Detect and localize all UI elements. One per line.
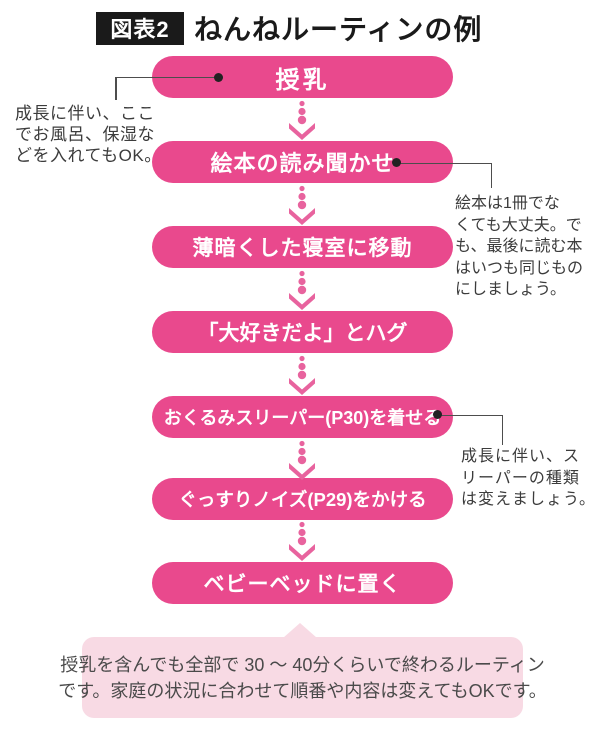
- flow-step-label: ぐっすりノイズ(P29)をかける: [178, 489, 427, 510]
- footer-pointer-triangle: [283, 623, 317, 638]
- connector-line: [397, 162, 492, 164]
- annotation-line: くても大丈夫。で: [455, 216, 582, 234]
- flow-arrow-icon: [287, 270, 317, 310]
- flow-step-picture-book: 絵本の読み聞かせ: [152, 141, 453, 183]
- flow-arrow-icon: [287, 440, 317, 480]
- flow-step-label: 授乳: [275, 66, 330, 94]
- annotation-line: 成長に伴い、ここ: [15, 104, 155, 123]
- annotation-sleeper-note: 成長に伴い、ス リーパーの種類 は変えましょう。: [461, 446, 596, 511]
- annotation-line: 成長に伴い、ス: [461, 448, 581, 465]
- footer-note-line: 授乳を含んでも全部で 30 ～ 40分くらいで終わるルーティン: [60, 654, 545, 675]
- annotation-line: どを入れてもOK。: [15, 146, 162, 165]
- footer-note: 授乳を含んでも全部で 30 ～ 40分くらいで終わるルーティン です。家庭の状況…: [58, 637, 547, 718]
- flow-step-hug: 「大好きだよ」とハグ: [152, 311, 453, 353]
- flow-step-label: おくるみスリーパー(P30)を着せる: [163, 408, 442, 428]
- figure-number-badge: 図表2: [96, 11, 184, 45]
- flow-step-crib: ベビーベッドに置く: [152, 562, 453, 604]
- annotation-line: も、最後に読む本: [455, 238, 583, 255]
- flow-arrow-icon: [287, 185, 317, 225]
- connector-line: [438, 414, 503, 416]
- flow-step-label: ベビーベッドに置く: [203, 573, 402, 596]
- annotation-line: はいつも同じもの: [455, 259, 584, 277]
- connector-line: [501, 414, 503, 445]
- flow-step-label: 薄暗くした寝室に移動: [192, 237, 413, 260]
- annotation-line: リーパーの種類: [461, 469, 580, 487]
- flow-arrow-icon: [287, 521, 317, 561]
- annotation-line: でお風呂、保湿な: [15, 125, 155, 144]
- annotation-line: 絵本は1冊でな: [455, 195, 560, 212]
- connector-line: [490, 162, 492, 188]
- annotation-line: にしましょう。: [455, 281, 567, 298]
- page-title: ねんねルーティンの例: [194, 14, 483, 45]
- connector-line: [115, 76, 117, 100]
- flow-step-sleeper: おくるみスリーパー(P30)を着せる: [152, 396, 453, 438]
- annotation-line: は変えましょう。: [461, 491, 597, 508]
- annotation-book-note: 絵本は1冊でな くても大丈夫。で も、最後に読む本 はいつも同じもの にしましょ…: [455, 193, 583, 301]
- connector-line: [115, 76, 220, 78]
- flow-arrow-icon: [287, 100, 317, 140]
- annotation-bath-note: 成長に伴い、ここ でお風呂、保湿な どを入れてもOK。: [15, 103, 162, 166]
- callout-dot: [214, 73, 223, 82]
- callout-dot: [433, 410, 442, 419]
- callout-dot: [392, 158, 401, 167]
- flow-step-noise: ぐっすりノイズ(P29)をかける: [152, 478, 453, 520]
- flow-step-label: 「大好きだよ」とハグ: [197, 322, 408, 345]
- flow-step-label: 絵本の読み聞かせ: [210, 151, 395, 176]
- flow-arrow-icon: [287, 355, 317, 395]
- page-header: 図表2 ねんねルーティンの例: [96, 8, 482, 48]
- flow-step-dim-bedroom: 薄暗くした寝室に移動: [152, 226, 453, 268]
- footer-note-line: です。家庭の状況に合わせて順番や内容は変えてもOKです。: [58, 680, 547, 701]
